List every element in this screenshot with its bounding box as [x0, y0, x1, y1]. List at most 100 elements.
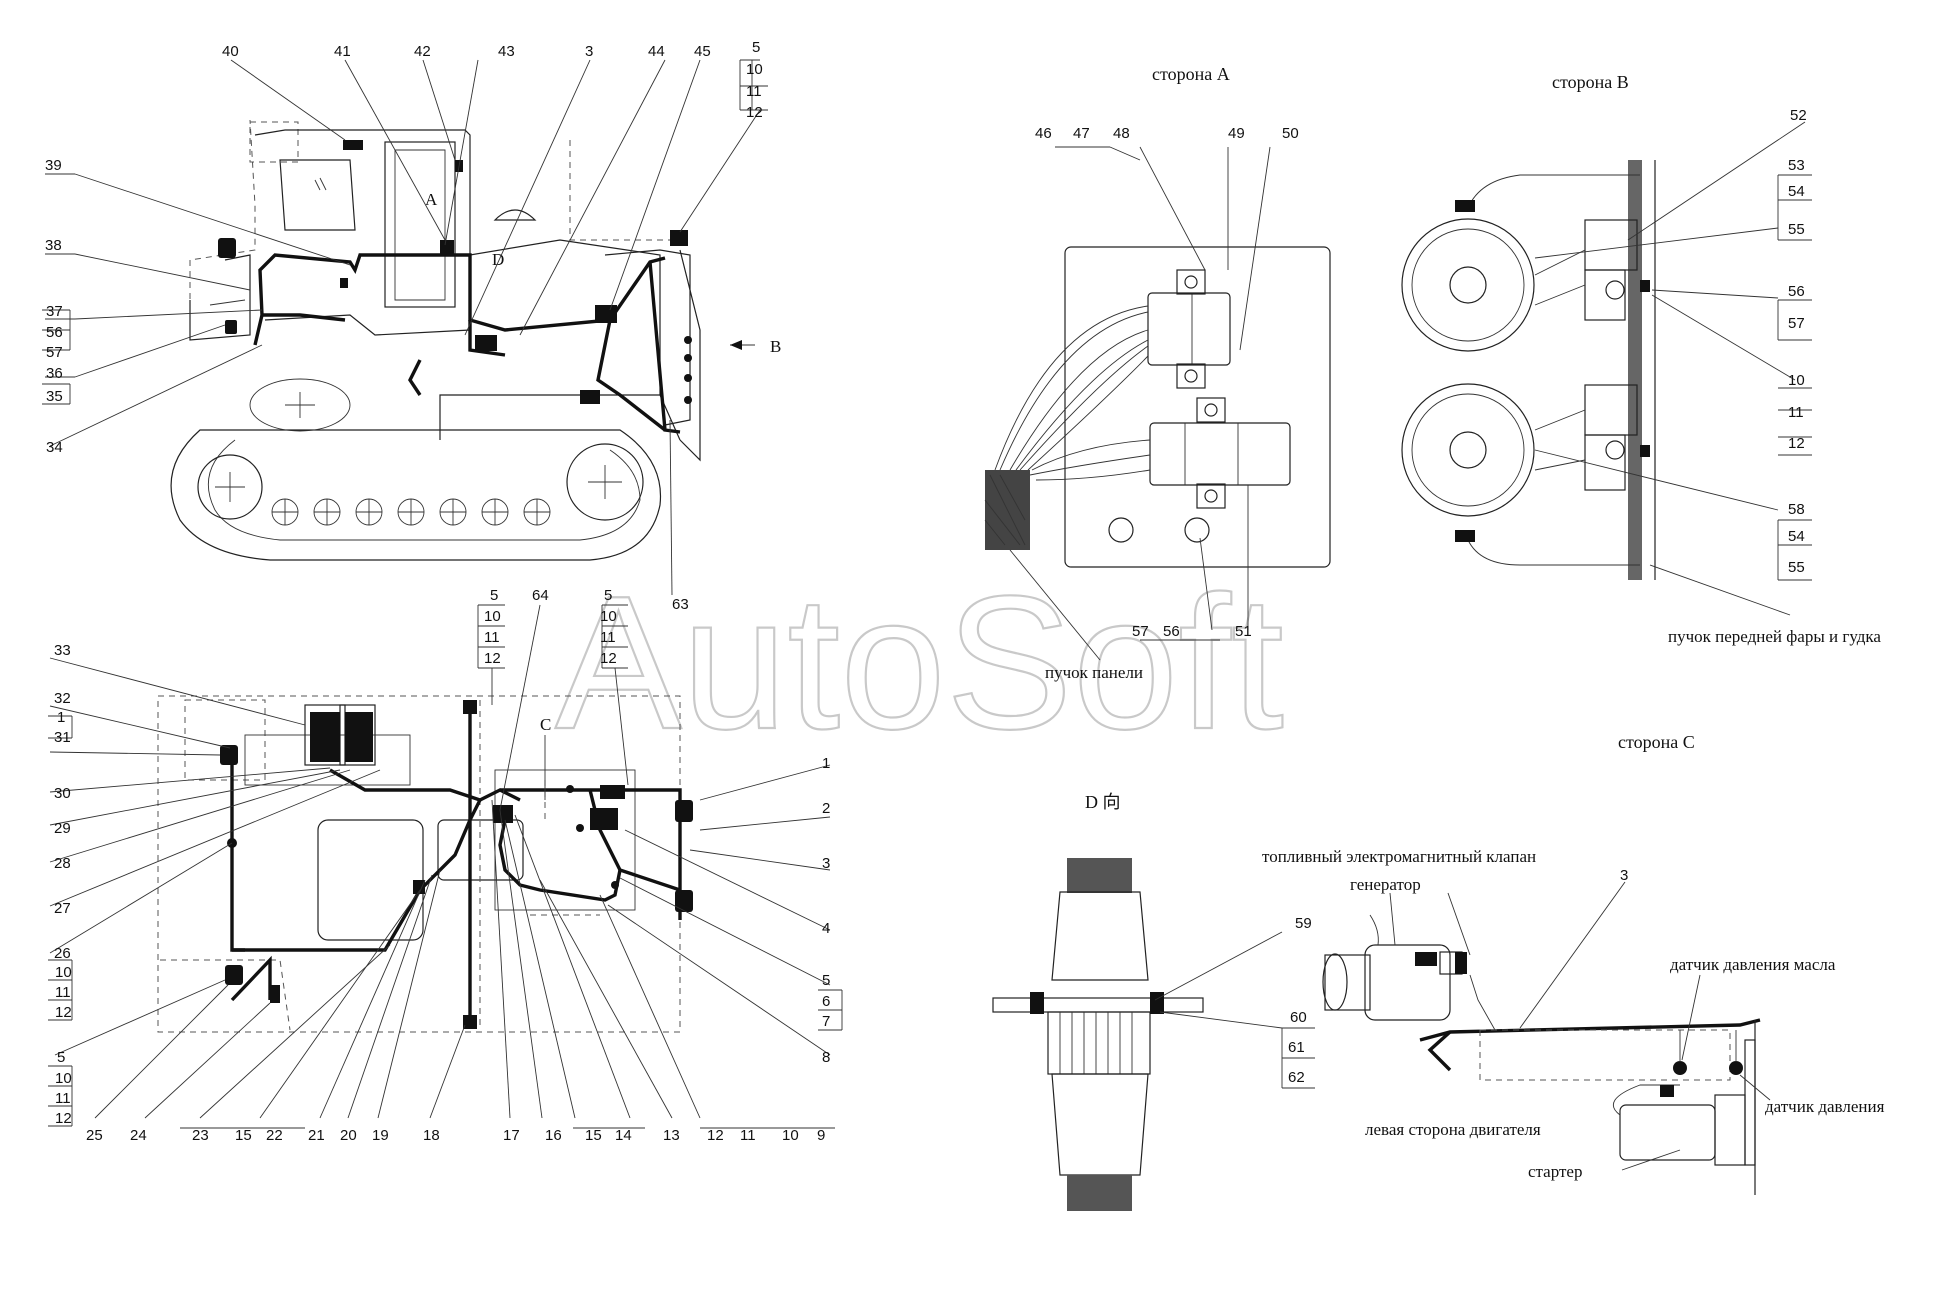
watermark: AutoSoft: [555, 557, 1284, 769]
top-view-drawing: [157, 695, 693, 1033]
callout-right-3: 3: [822, 855, 830, 872]
oil-pressure-sensor-label: датчик давления масла: [1670, 955, 1836, 974]
callout-60: 60: [1290, 1009, 1307, 1026]
callout-54-b2: 54: [1788, 528, 1805, 545]
callout-18: 18: [423, 1127, 440, 1144]
callout-14: 14: [615, 1127, 632, 1144]
callout-34: 34: [46, 439, 63, 456]
callout-right-5: 5: [822, 972, 830, 989]
view-d-leaders: [1154, 931, 1315, 1089]
callout-left-5: 5: [57, 1049, 65, 1066]
callout-39: 39: [45, 157, 62, 174]
panel-b-leaders: [1534, 121, 1812, 616]
callout-62: 62: [1288, 1069, 1305, 1086]
callout-13: 13: [663, 1127, 680, 1144]
callout-11-b: 11: [1788, 404, 1804, 421]
callout-17: 17: [503, 1127, 520, 1144]
starter-label: стартер: [1528, 1162, 1582, 1181]
top-stack-b-5: 5: [604, 587, 612, 604]
panel-a-leaders: [1009, 146, 1271, 661]
callout-50: 50: [1282, 125, 1299, 142]
callout-54-b1: 54: [1788, 183, 1805, 200]
callout-left-11a: 11: [55, 984, 71, 1001]
callout-23: 23: [192, 1127, 209, 1144]
callout-10-b: 10: [1788, 372, 1805, 389]
callout-51: 51: [1235, 623, 1252, 640]
callout-57: 57: [46, 344, 63, 361]
callout-55-b2: 55: [1788, 559, 1805, 576]
callout-56-a: 56: [1163, 623, 1180, 640]
callout-left-11b: 11: [55, 1090, 71, 1107]
callout-57-b: 57: [1788, 315, 1805, 332]
callout-63-leader: [669, 419, 673, 596]
callout-43: 43: [498, 43, 515, 60]
pressure-sensor-label: датчик давления: [1765, 1097, 1885, 1116]
callout-58: 58: [1788, 501, 1805, 518]
callout-42: 42: [414, 43, 431, 60]
callout-stack-5: 5: [752, 39, 760, 56]
top-stack-a-5: 5: [490, 587, 498, 604]
callout-12-b: 12: [1788, 435, 1805, 452]
side-view-left-leaders: [42, 173, 351, 447]
callout-35: 35: [46, 388, 63, 405]
callout-left-12b: 12: [55, 1110, 72, 1127]
callout-37: 37: [46, 303, 63, 320]
callout-31: 31: [54, 729, 71, 746]
callout-63: 63: [672, 596, 689, 613]
callout-right-2: 2: [822, 800, 830, 817]
side-c-title: сторона С: [1618, 732, 1695, 752]
top-view-right-leaders: [607, 764, 843, 1056]
side-c-leaders: [1389, 881, 1771, 1171]
callout-16: 16: [545, 1127, 562, 1144]
callout-15b: 15: [585, 1127, 602, 1144]
callout-64: 64: [532, 587, 549, 604]
callout-10: 10: [782, 1127, 799, 1144]
callout-left-10b: 10: [55, 1070, 72, 1087]
callout-33: 33: [54, 642, 71, 659]
callout-46: 46: [1035, 125, 1052, 142]
callout-left-12a: 12: [55, 1004, 72, 1021]
callout-57-a: 57: [1132, 623, 1149, 640]
view-arrow-b-label: B: [770, 337, 781, 356]
panel-bundle-label: пучок панели: [1045, 663, 1143, 682]
side-b-title: сторона В: [1552, 72, 1629, 92]
callout-47: 47: [1073, 125, 1090, 142]
callout-61: 61: [1288, 1039, 1305, 1056]
callout-56: 56: [46, 324, 63, 341]
engine-left-side-label: левая сторона двигателя: [1365, 1120, 1541, 1139]
callout-44: 44: [648, 43, 665, 60]
callout-stack-12: 12: [746, 104, 763, 121]
panel-a-drawing: [984, 246, 1331, 568]
view-d-drawing: [992, 858, 1204, 1211]
callout-36: 36: [46, 365, 63, 382]
callout-27: 27: [54, 900, 71, 917]
callout-38: 38: [45, 237, 62, 254]
callout-32: 32: [54, 690, 71, 707]
generator-label: генератор: [1350, 875, 1421, 894]
callout-49: 49: [1228, 125, 1245, 142]
callout-53: 53: [1788, 157, 1805, 174]
top-view-left-leaders: [48, 657, 381, 1127]
callout-19: 19: [372, 1127, 389, 1144]
callout-right-1: 1: [822, 755, 830, 772]
callout-30: 30: [54, 785, 71, 802]
headlight-horn-bundle-label: пучок передней фары и гудка: [1668, 627, 1881, 646]
callout-1-left: 1: [57, 709, 65, 726]
side-c-drawing: [1322, 914, 1761, 1195]
callout-56-b: 56: [1788, 283, 1805, 300]
side-view-drawing: [170, 119, 755, 561]
mark-a-label: A: [425, 190, 438, 209]
callout-15a: 15: [235, 1127, 252, 1144]
callout-25: 25: [86, 1127, 103, 1144]
top-stack-b-11: 11: [600, 629, 616, 646]
callout-3: 3: [585, 43, 593, 60]
callout-26: 26: [54, 945, 71, 962]
callout-left-10a: 10: [55, 964, 72, 981]
callout-9: 9: [817, 1127, 825, 1144]
view-d-title: D 向: [1085, 792, 1121, 812]
callout-59: 59: [1295, 915, 1312, 932]
callout-22: 22: [266, 1127, 283, 1144]
callout-24: 24: [130, 1127, 147, 1144]
top-stack-b-12: 12: [600, 650, 617, 667]
